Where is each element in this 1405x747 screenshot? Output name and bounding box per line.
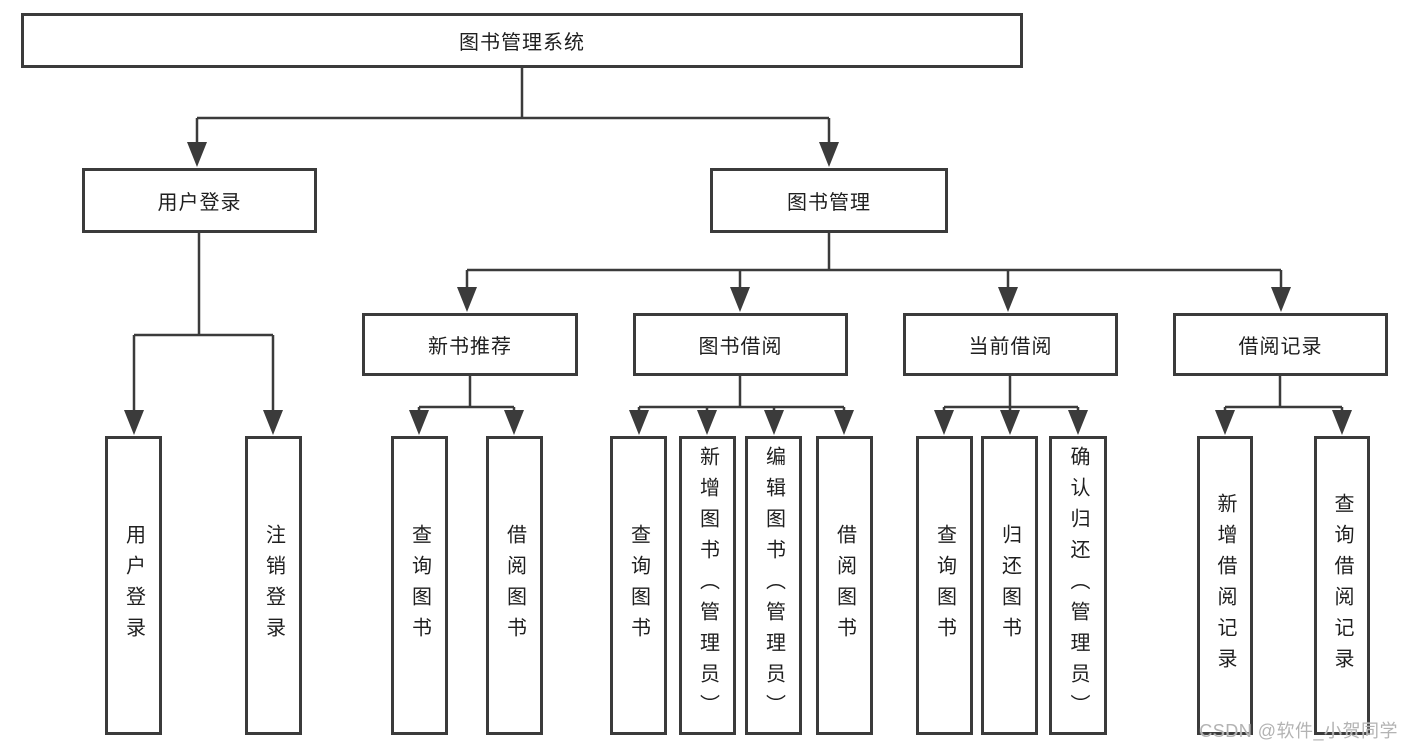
leaf-query-borrow-record: 查询借阅记录 [1314, 436, 1370, 735]
node-library-management-system: 图书管理系统 [21, 13, 1023, 68]
leaf-return-books: 归还图书 [981, 436, 1038, 735]
leaf-query-books-current: 查询图书 [916, 436, 973, 735]
node-label: 借阅记录 [1238, 336, 1323, 358]
leaf-label: 查询图书 [627, 523, 650, 648]
leaf-label: 编辑图书（管理员） [762, 446, 785, 725]
leaf-query-books-borrow: 查询图书 [610, 436, 667, 735]
node-borrowing-records: 借阅记录 [1173, 313, 1388, 376]
node-label: 图书管理 [787, 192, 871, 214]
node-current-borrowing: 当前借阅 [903, 313, 1118, 376]
node-label: 图书管理系统 [459, 32, 585, 54]
leaf-label: 用户登录 [122, 523, 145, 648]
leaf-label: 归还图书 [998, 523, 1021, 648]
node-book-borrowing: 图书借阅 [633, 313, 848, 376]
leaf-label: 借阅图书 [833, 523, 856, 648]
node-label: 当前借阅 [968, 336, 1053, 358]
leaf-user-login: 用户登录 [105, 436, 162, 735]
leaf-logout: 注销登录 [245, 436, 302, 735]
node-label: 用户登录 [157, 192, 242, 214]
node-book-management: 图书管理 [710, 168, 948, 233]
leaf-add-borrow-record: 新增借阅记录 [1197, 436, 1253, 735]
leaf-label: 借阅图书 [503, 523, 526, 648]
leaf-label: 查询图书 [408, 523, 431, 648]
leaf-borrow-books-newbook: 借阅图书 [486, 436, 543, 735]
node-label: 新书推荐 [428, 336, 512, 358]
leaf-label: 查询借阅记录 [1331, 492, 1353, 679]
leaf-label: 新增图书（管理员） [696, 446, 719, 725]
leaf-label: 注销登录 [262, 523, 285, 648]
csdn-watermark: CSDN @软件_小贺同学 [1199, 721, 1398, 741]
node-user-login: 用户登录 [82, 168, 317, 233]
node-label: 图书借阅 [698, 336, 783, 358]
leaf-confirm-return-admin: 确认归还（管理员） [1049, 436, 1107, 735]
leaf-query-books-newbook: 查询图书 [391, 436, 448, 735]
leaf-edit-books-admin: 编辑图书（管理员） [745, 436, 802, 735]
leaf-add-books-admin: 新增图书（管理员） [679, 436, 736, 735]
leaf-label: 新增借阅记录 [1214, 492, 1236, 679]
leaf-borrow-books: 借阅图书 [816, 436, 873, 735]
leaf-label: 确认归还（管理员） [1067, 446, 1089, 725]
leaf-label: 查询图书 [933, 523, 956, 648]
node-new-book-recommend: 新书推荐 [362, 313, 578, 376]
